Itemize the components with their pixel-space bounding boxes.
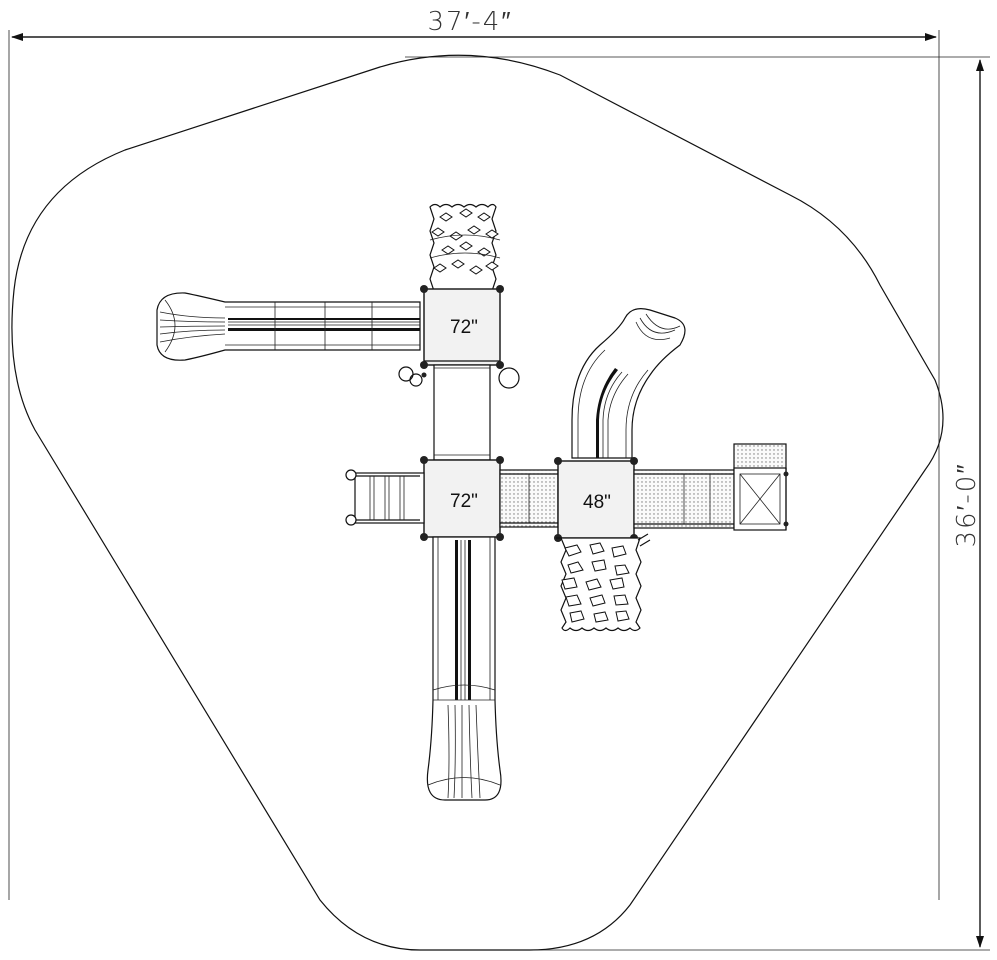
deck-upper-left-label: 72"	[450, 317, 478, 338]
deck-upper-left: 72"	[420, 285, 504, 369]
deck-center: 48"	[554, 457, 638, 542]
deck-lower-left-label: 72"	[450, 491, 478, 512]
use-zone-outline	[11, 54, 944, 951]
mesh-bridge-center	[499, 469, 559, 528]
height-label: 36′-0″	[952, 462, 982, 547]
ladder-left	[345, 469, 425, 526]
height-dimension: 36′-0″	[405, 56, 990, 951]
climbing-wall-top	[428, 203, 501, 298]
deck-center-label: 48"	[583, 492, 611, 513]
straight-slide-left	[156, 292, 421, 361]
width-label: 37′-4″	[427, 7, 512, 37]
vertical-bridge	[433, 364, 491, 461]
deck-lower-left: 72"	[420, 456, 504, 541]
transfer-platform	[733, 443, 789, 531]
mesh-bridge-right	[633, 469, 735, 529]
panel-accessories	[398, 366, 520, 389]
curved-slide	[571, 308, 686, 459]
climbing-wall-bottom	[556, 533, 651, 632]
straight-slide-bottom	[426, 536, 502, 801]
width-dimension: 37′-4″	[8, 7, 940, 900]
